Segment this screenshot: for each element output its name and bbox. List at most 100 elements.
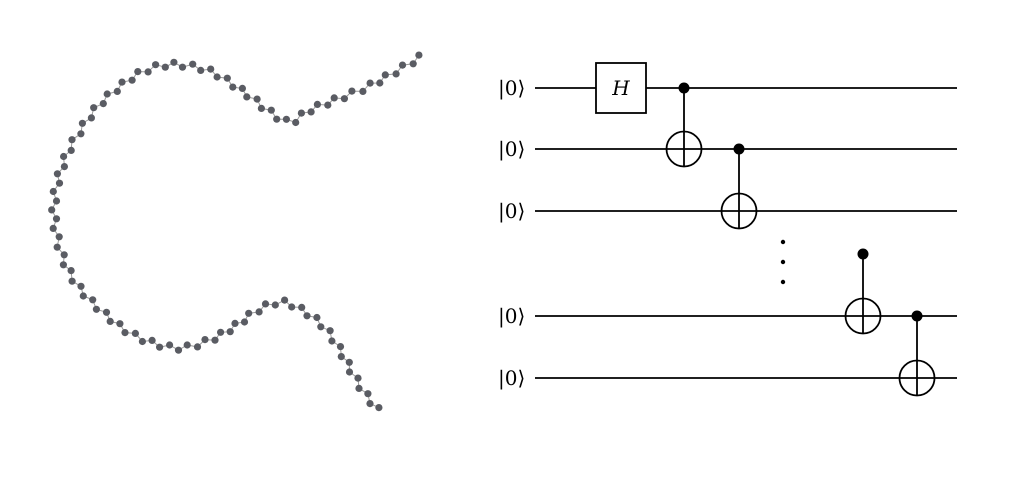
atom: [366, 400, 374, 408]
cnot-gate-1: [665, 82, 703, 168]
atom: [359, 87, 367, 95]
atom: [326, 327, 334, 335]
qubit-label-1: |0⟩: [498, 76, 525, 101]
atom: [116, 320, 124, 328]
qubit-label-2: |0⟩: [498, 137, 525, 162]
hadamard-gate-label: H: [611, 76, 630, 100]
atom: [307, 108, 315, 116]
atom: [231, 319, 239, 327]
atom: [170, 58, 178, 66]
atom: [53, 243, 61, 251]
atom: [166, 341, 174, 349]
atom: [245, 309, 253, 317]
atom: [49, 224, 57, 232]
cnot-control-4: [911, 310, 923, 322]
atom: [313, 313, 321, 322]
atom: [197, 66, 205, 74]
atom: [313, 100, 321, 108]
atom: [229, 83, 237, 91]
atom: [118, 78, 126, 86]
atom: [189, 60, 197, 68]
cnot-control-3: [857, 248, 869, 260]
atom: [92, 305, 100, 313]
atom: [345, 368, 354, 376]
atom: [77, 130, 85, 138]
atom: [267, 106, 275, 114]
cnot-gate-4: [898, 310, 936, 397]
atom: [68, 277, 76, 285]
atom: [375, 404, 383, 412]
atom: [364, 390, 372, 398]
atom: [144, 68, 152, 76]
atom: [292, 118, 300, 127]
atom: [99, 100, 107, 108]
atom: [48, 206, 56, 214]
vertical-ellipsis: [780, 239, 786, 285]
atom: [90, 104, 98, 112]
atom: [68, 136, 76, 144]
atom: [55, 233, 63, 241]
atom: [87, 114, 95, 122]
atom: [128, 76, 136, 84]
quantum-circuit: |0⟩ |0⟩ |0⟩ |0⟩ |0⟩ H: [498, 62, 957, 397]
atom: [354, 374, 362, 382]
chain-backbone: [51, 54, 420, 409]
atom: [60, 251, 68, 259]
atom: [53, 170, 62, 178]
atom: [376, 79, 384, 87]
atom: [398, 61, 407, 69]
atom: [121, 329, 129, 337]
atom: [392, 70, 400, 78]
atom: [297, 109, 305, 117]
atom: [255, 308, 263, 316]
hadamard-gate: [595, 62, 647, 114]
atom: [49, 187, 57, 196]
atom: [103, 90, 111, 98]
atom: [409, 60, 417, 68]
cnot-gate-2: [720, 143, 758, 230]
atom: [336, 343, 345, 351]
atom: [59, 261, 67, 269]
atom: [288, 303, 296, 311]
atom: [79, 292, 87, 300]
cnot-control-1: [678, 82, 690, 94]
atom: [174, 346, 183, 354]
atom: [282, 115, 290, 123]
atom: [161, 63, 169, 71]
atom: [303, 312, 311, 320]
atom: [317, 323, 325, 331]
atom: [226, 328, 234, 336]
atom: [52, 197, 61, 205]
atom: [138, 337, 146, 346]
atom: [328, 337, 336, 345]
atom: [240, 318, 249, 326]
atom: [298, 303, 306, 311]
atom: [134, 68, 142, 76]
atom: [273, 115, 281, 123]
atom: [253, 95, 261, 103]
atom: [345, 358, 353, 366]
cnot-gate-3: [844, 248, 882, 335]
atom: [261, 300, 270, 308]
atom: [271, 301, 279, 309]
atom: [183, 341, 191, 349]
qubit-label-4: |0⟩: [498, 304, 525, 329]
atom: [381, 71, 389, 79]
atom: [207, 65, 215, 73]
atom: [78, 119, 86, 127]
atom: [55, 179, 64, 187]
atom: [148, 336, 156, 344]
atom: [193, 343, 202, 351]
atom: [330, 94, 338, 102]
atom-chain: [48, 51, 423, 412]
atom: [223, 74, 231, 82]
atom: [77, 282, 85, 290]
atom: [131, 329, 139, 337]
atom: [67, 267, 75, 275]
atom: [257, 104, 265, 112]
atom: [217, 328, 225, 336]
atom: [238, 84, 246, 92]
atom: [52, 215, 61, 223]
atom: [89, 296, 97, 304]
